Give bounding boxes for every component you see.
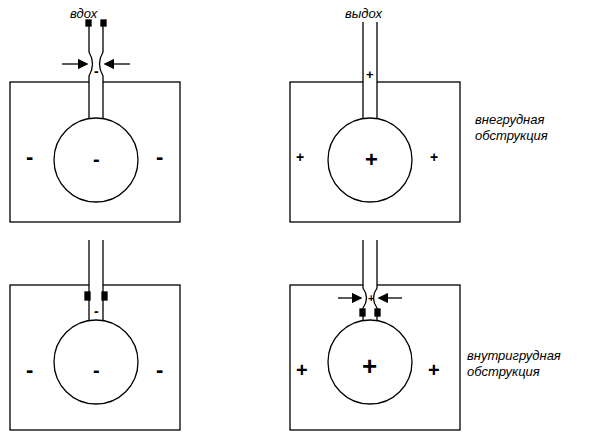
pressure-sign: + — [430, 150, 438, 164]
pressure-sign: + — [428, 360, 440, 380]
pressure-sign: - — [156, 359, 163, 381]
phase-header: выдох — [345, 6, 415, 22]
pressure-sign: + — [366, 68, 374, 81]
pressure-sign: + — [368, 293, 374, 304]
pressure-sign: + — [296, 150, 304, 164]
pressure-sign: + — [296, 360, 308, 380]
obstruction-caption: внегрудная обструкция — [475, 112, 580, 143]
pressure-sign: - — [94, 64, 99, 78]
pressure-sign: - — [26, 359, 33, 381]
pressure-sign: + — [365, 149, 378, 171]
pressure-sign: - — [93, 360, 100, 380]
phase-header: вдох — [70, 6, 130, 22]
obstruction-caption: внутригрудная обструкция — [467, 348, 587, 379]
pressure-sign: - — [26, 146, 33, 168]
pressure-sign: - — [156, 146, 163, 168]
pressure-sign: + — [362, 353, 377, 379]
pressure-sign: - — [93, 149, 100, 169]
pressure-sign: - — [94, 304, 99, 318]
